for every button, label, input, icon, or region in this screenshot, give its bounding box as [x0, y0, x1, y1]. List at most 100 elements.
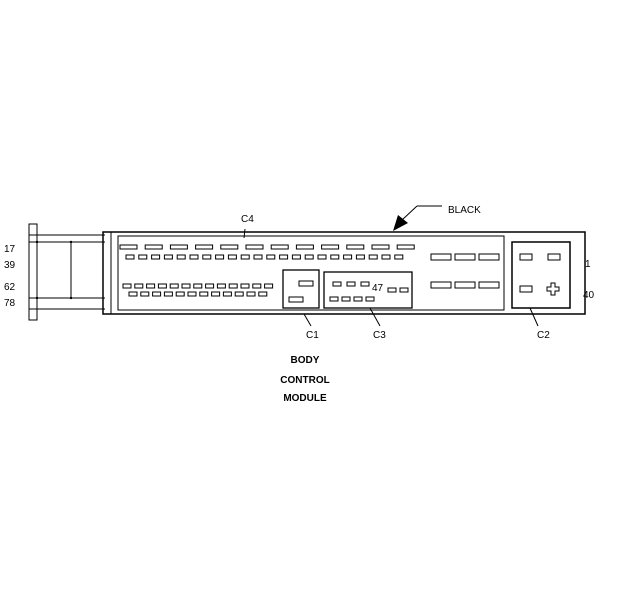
terminal-cavity — [399, 287, 409, 293]
mounting-bracket — [28, 223, 105, 321]
label-pin-17: 17 — [4, 244, 16, 255]
terminal-cavity — [330, 254, 340, 260]
label-pin-47: 47 — [372, 283, 384, 294]
terminal-cavity — [329, 296, 339, 302]
connector-c4-large-pins — [430, 253, 500, 289]
label-c3: C3 — [373, 330, 386, 341]
terminal-cavity — [146, 283, 156, 289]
terminal-cavity — [387, 287, 397, 293]
terminal-cavity — [454, 253, 476, 261]
terminal-cavity — [195, 244, 214, 250]
terminal-cavity — [304, 254, 314, 260]
terminal-cavity — [187, 291, 197, 297]
terminal-cavity — [234, 291, 244, 297]
terminal-cavity — [176, 254, 186, 260]
terminal-cavity — [246, 291, 256, 297]
plus-pin-icon — [546, 282, 560, 296]
terminal-cavity — [245, 244, 264, 250]
terminal-cavity — [295, 244, 314, 250]
terminal-cavity — [193, 283, 203, 289]
terminal-cavity — [240, 283, 250, 289]
module-title-line-1: BODY — [291, 355, 320, 366]
module-title-line-2: CONTROL — [280, 375, 329, 386]
terminal-cavity — [128, 291, 138, 297]
connector-c4-pins — [119, 244, 415, 297]
terminal-cavity — [317, 254, 327, 260]
terminal-cavity — [134, 283, 144, 289]
terminal-cavity — [119, 244, 138, 250]
label-c4: C4 — [241, 214, 254, 225]
label-pin-1: 1 — [585, 259, 591, 270]
terminal-cavity — [291, 254, 301, 260]
terminal-cavity — [205, 283, 215, 289]
module-title-line-3: MODULE — [283, 393, 327, 404]
terminal-cavity — [228, 283, 238, 289]
label-c1: C1 — [306, 330, 319, 341]
terminal-cavity — [430, 281, 452, 289]
terminal-cavity — [211, 291, 221, 297]
terminal-cavity — [332, 281, 342, 287]
terminal-cavity — [368, 254, 378, 260]
arrow-icon — [393, 215, 408, 231]
terminal-cavity — [264, 283, 274, 289]
terminal-cavity — [175, 291, 185, 297]
terminal-cavity — [169, 244, 188, 250]
connector-c1 — [282, 269, 320, 309]
label-pin-40: 40 — [583, 290, 595, 301]
terminal-cavity — [220, 244, 239, 250]
terminal-cavity — [365, 296, 375, 302]
terminal-cavity — [266, 254, 276, 260]
terminal-cavity — [478, 253, 500, 261]
terminal-cavity — [138, 254, 148, 260]
terminal-cavity — [346, 244, 365, 250]
terminal-cavity — [216, 283, 226, 289]
terminal-cavity — [279, 254, 289, 260]
terminal-cavity — [169, 283, 179, 289]
terminal-cavity — [321, 244, 340, 250]
terminal-cavity — [371, 244, 390, 250]
connector-c2 — [511, 241, 571, 309]
label-pin-39: 39 — [4, 260, 16, 271]
terminal-cavity — [151, 254, 161, 260]
terminal-cavity — [222, 291, 232, 297]
terminal-cavity — [454, 281, 476, 289]
terminal-cavity — [258, 291, 268, 297]
terminal-cavity — [215, 254, 225, 260]
terminal-cavity — [341, 296, 351, 302]
connector-c3 — [323, 271, 413, 309]
terminal-cavity — [157, 283, 167, 289]
terminal-cavity — [227, 254, 237, 260]
terminal-cavity — [152, 291, 162, 297]
terminal-cavity — [163, 254, 173, 260]
terminal-cavity — [144, 244, 163, 250]
label-black: BLACK — [448, 205, 481, 216]
terminal-cavity — [360, 281, 370, 287]
terminal-cavity — [189, 254, 199, 260]
terminal-cavity — [396, 244, 415, 250]
label-pin-62: 62 — [4, 282, 16, 293]
terminal-cavity — [353, 296, 363, 302]
terminal-cavity — [343, 254, 353, 260]
terminal-cavity — [163, 291, 173, 297]
terminal-cavity — [430, 253, 452, 261]
terminal-cavity — [270, 244, 289, 250]
terminal-cavity — [240, 254, 250, 260]
terminal-cavity — [252, 283, 262, 289]
terminal-cavity — [346, 281, 356, 287]
terminal-cavity — [381, 254, 391, 260]
label-c2: C2 — [537, 330, 550, 341]
leader-lines — [243, 205, 539, 327]
terminal-cavity — [478, 281, 500, 289]
terminal-cavity — [125, 254, 135, 260]
terminal-cavity — [355, 254, 365, 260]
terminal-cavity — [181, 283, 191, 289]
terminal-cavity — [394, 254, 404, 260]
label-pin-78: 78 — [4, 298, 16, 309]
terminal-cavity — [122, 283, 132, 289]
terminal-cavity — [199, 291, 209, 297]
terminal-cavity — [253, 254, 263, 260]
module-housing — [102, 231, 586, 315]
terminal-cavity — [202, 254, 212, 260]
terminal-cavity — [140, 291, 150, 297]
